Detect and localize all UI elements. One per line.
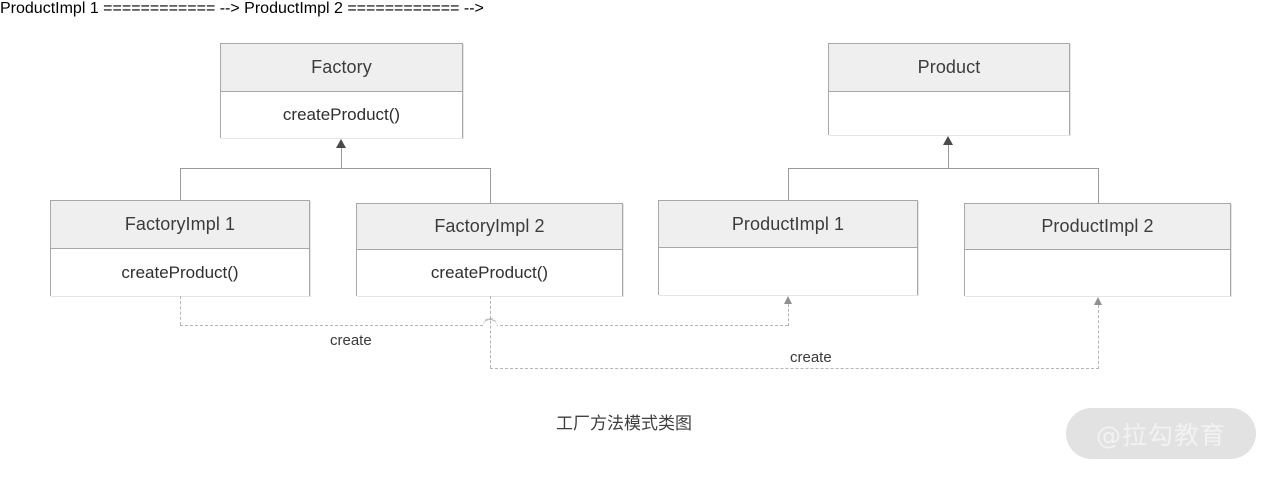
class-box-product-impl-2[interactable]: ProductImpl 2	[964, 203, 1231, 296]
dependency-1-label: create	[325, 332, 377, 349]
class-box-product-impl-1[interactable]: ProductImpl 1	[658, 200, 918, 295]
generalization-drop-product-impl-2	[1098, 168, 1099, 203]
generalization-drop-factory-impl-1	[180, 168, 181, 201]
class-name-factory: Factory	[221, 44, 462, 92]
class-name-product-impl-1: ProductImpl 1	[659, 201, 917, 248]
class-name-factory-impl-2: FactoryImpl 2	[357, 204, 622, 250]
generalization-stem-product	[948, 145, 949, 168]
watermark-badge: @拉勾教育	[1066, 408, 1256, 459]
dependency-2-run	[490, 368, 1099, 369]
generalization-stem-factory	[341, 148, 342, 169]
diagram-caption: 工厂方法模式类图	[556, 414, 692, 434]
class-members-factory-impl-1: createProduct()	[51, 249, 309, 296]
generalization-drop-product-impl-1	[788, 168, 789, 200]
class-members-product-impl-2	[965, 250, 1230, 296]
class-box-factory-impl-2[interactable]: FactoryImpl 2 createProduct()	[356, 203, 623, 296]
class-members-factory-impl-2: createProduct()	[357, 250, 622, 296]
dependency-2-arrowhead	[1094, 297, 1102, 305]
class-name-product: Product	[829, 44, 1069, 92]
dependency-2-target-stem	[1098, 305, 1099, 369]
class-members-factory: createProduct()	[221, 92, 462, 138]
dependency-1-source-stem	[180, 296, 181, 325]
class-name-product-impl-2: ProductImpl 2	[965, 204, 1230, 250]
generalization-arrow-product	[943, 136, 953, 145]
dependency-1-arrowhead	[784, 296, 792, 304]
generalization-bar-product	[788, 168, 1099, 169]
class-box-factory-impl-1[interactable]: FactoryImpl 1 createProduct()	[50, 200, 310, 296]
class-members-product-impl-1	[659, 248, 917, 295]
watermark-text: @拉勾教育	[1095, 420, 1226, 450]
class-name-factory-impl-1: FactoryImpl 1	[51, 201, 309, 249]
class-box-product[interactable]: Product	[828, 43, 1070, 135]
generalization-arrow-factory	[336, 139, 346, 148]
class-box-factory[interactable]: Factory createProduct()	[220, 43, 463, 138]
generalization-drop-factory-impl-2	[490, 168, 491, 204]
dependency-2-source-stem	[490, 296, 491, 368]
generalization-bar-factory	[180, 168, 491, 169]
dependency-2-label: create	[785, 349, 837, 366]
dependency-1-target-stem	[788, 304, 789, 326]
class-members-product	[829, 92, 1069, 135]
